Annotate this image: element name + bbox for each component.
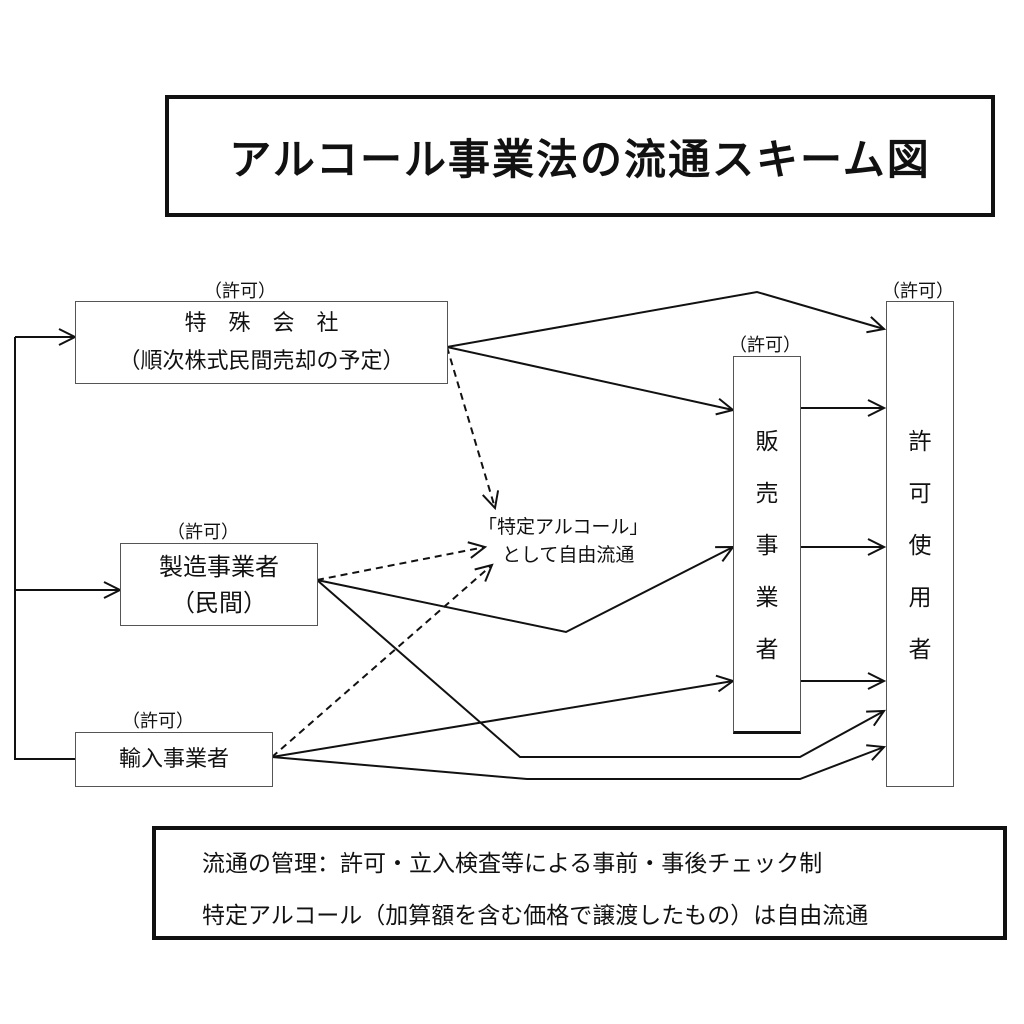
- licensed-user-char: 用: [908, 585, 932, 611]
- seller-char: 売: [755, 481, 779, 507]
- footer-box: 流通の管理：許可・立入検査等による事前・事後チェック制 特定アルコール（加算額を…: [152, 826, 1007, 940]
- edge-manufacturer-to-seller: [316, 545, 735, 634]
- licensed-user-char: 者: [908, 637, 932, 663]
- special-company-note: （順次株式民間売却の予定）: [118, 348, 405, 374]
- licensed-user-char: 可: [908, 481, 932, 507]
- node-special-company: 特 殊 会 社 （順次株式民間売却の予定）: [75, 301, 448, 384]
- licensed-user-permit-label: （許可）: [882, 281, 954, 302]
- edge-manufacturer-to-licensed-user: [316, 579, 886, 758]
- seller-char: 事: [755, 533, 779, 559]
- special-company-name: 特 殊 会 社: [184, 311, 339, 337]
- edge-importer-to-free-flow: [271, 563, 494, 758]
- node-licensed-user: 許 可 使 用 者: [886, 301, 954, 787]
- edge-special-company-to-free-flow: [446, 346, 500, 511]
- edge-importer-to-licensed-user: [271, 744, 887, 780]
- free-flow-note-line1: 「特定アルコール」: [478, 516, 649, 538]
- edge-manufacturer-to-free-flow: [316, 541, 488, 581]
- edge-source-trunk: [14, 337, 75, 760]
- edge-special-company-to-seller: [446, 346, 736, 416]
- title-box: アルコール事業法の流通スキーム図: [165, 95, 995, 217]
- seller-char: 業: [755, 585, 779, 611]
- free-flow-note-line2: として自由流通: [502, 543, 635, 566]
- seller-char: 者: [755, 637, 779, 663]
- special-company-permit-label: （許可）: [204, 281, 276, 302]
- node-seller: 販 売 事 業 者: [733, 356, 801, 734]
- edge-importer-to-seller: [271, 674, 736, 758]
- manufacturer-note: （民間）: [171, 588, 267, 617]
- seller-char: 販: [755, 429, 779, 455]
- manufacturer-permit-label: （許可）: [167, 522, 239, 543]
- node-importer: 輸入事業者: [75, 732, 273, 787]
- edge-special-company-to-licensed-user: [446, 290, 887, 348]
- manufacturer-name: 製造事業者: [159, 552, 279, 581]
- seller-permit-label: （許可）: [729, 335, 801, 356]
- importer-permit-label: （許可）: [122, 711, 194, 732]
- importer-name: 輸入事業者: [118, 746, 229, 772]
- free-flow-note: 「特定アルコール」 として自由流通: [478, 514, 648, 569]
- licensed-user-char: 使: [908, 533, 932, 559]
- footer-line-free-flow: 特定アルコール（加算額を含む価格で譲渡したもの）は自由流通: [202, 903, 869, 929]
- footer-line-management: 流通の管理：許可・立入検査等による事前・事後チェック制: [202, 851, 823, 877]
- licensed-user-char: 許: [908, 429, 932, 455]
- diagram-title: アルコール事業法の流通スキーム図: [229, 134, 931, 184]
- node-manufacturer: 製造事業者 （民間）: [120, 543, 318, 626]
